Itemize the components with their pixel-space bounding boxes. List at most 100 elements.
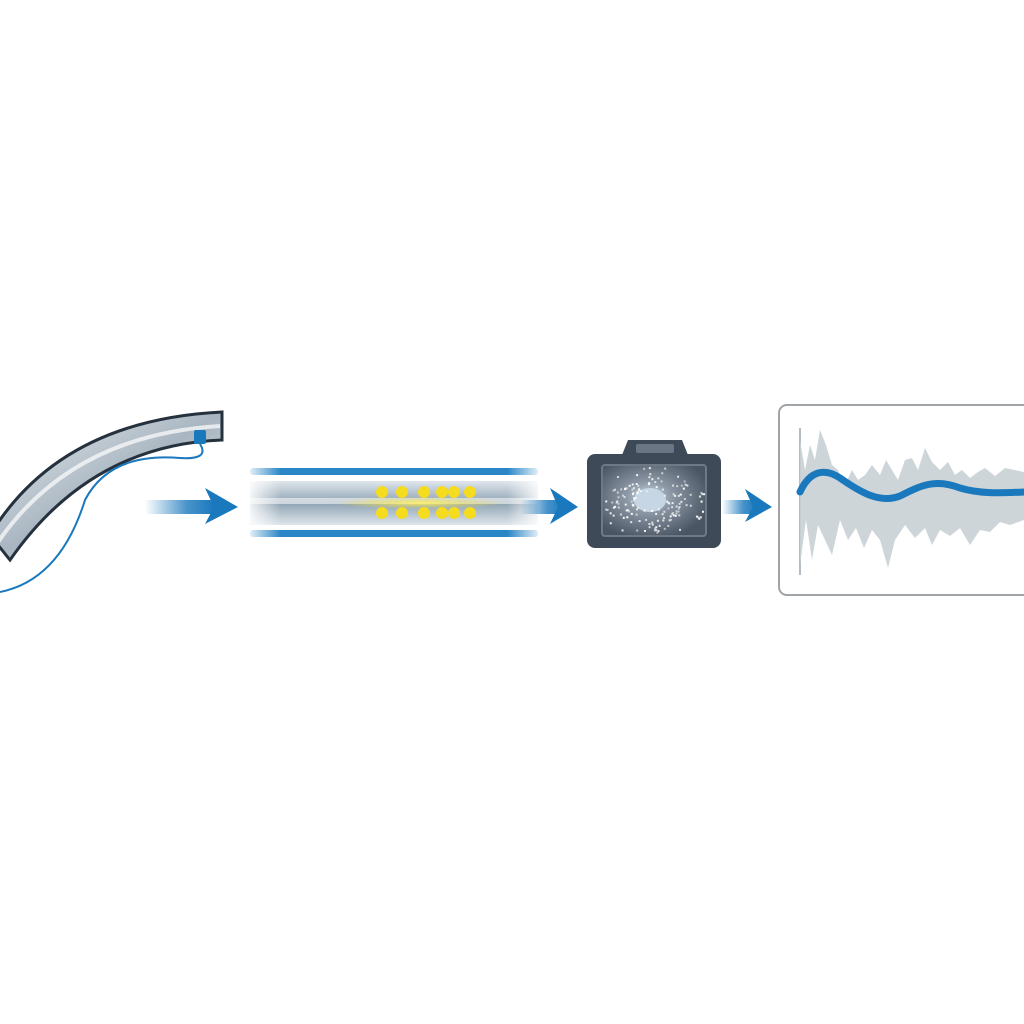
speckle — [683, 480, 686, 483]
speckle — [701, 510, 704, 513]
speckle — [643, 467, 646, 470]
speckle — [671, 506, 674, 509]
speckle — [677, 494, 680, 497]
speckle — [669, 515, 672, 518]
speckle — [661, 513, 664, 516]
speckle — [632, 487, 635, 490]
speckle — [689, 493, 692, 496]
speckle — [637, 484, 640, 487]
particle — [418, 486, 430, 498]
speckle — [686, 484, 689, 487]
arrow-right-icon — [520, 488, 578, 524]
speckle — [662, 519, 665, 522]
speckle — [684, 483, 687, 486]
signal-plot-icon — [778, 404, 1024, 596]
speckle — [648, 476, 651, 479]
speckle — [617, 502, 620, 505]
speckle — [667, 524, 670, 527]
speckle — [675, 505, 678, 508]
speckle — [648, 467, 651, 470]
speckle — [677, 475, 680, 478]
speckle — [672, 493, 675, 496]
speckle — [656, 531, 659, 534]
speckle — [645, 518, 648, 521]
speckle — [683, 498, 686, 501]
speckle — [609, 512, 612, 515]
speckle — [655, 529, 658, 532]
speckle — [617, 506, 620, 509]
speckle — [669, 518, 672, 521]
speckle — [636, 474, 639, 477]
speckle — [624, 488, 627, 491]
speckle — [662, 517, 665, 520]
speckle — [632, 497, 635, 500]
camera-icon — [587, 440, 721, 548]
speckle — [680, 500, 683, 503]
speckle — [606, 508, 609, 511]
speckle — [682, 487, 685, 490]
speckle — [654, 527, 657, 530]
speckle — [653, 529, 656, 532]
speckle — [612, 506, 615, 509]
speckle — [703, 493, 706, 496]
speckle — [616, 500, 619, 503]
speckle — [628, 484, 631, 487]
speckle — [638, 488, 641, 491]
speckle — [648, 482, 651, 485]
speckle — [612, 489, 615, 492]
particle — [448, 507, 460, 519]
speckle — [675, 510, 678, 513]
particle — [436, 486, 448, 498]
speckle — [700, 500, 703, 503]
speckle — [667, 507, 670, 510]
speckle — [651, 509, 654, 512]
speckle — [635, 482, 638, 485]
particle — [464, 507, 476, 519]
speckle — [645, 490, 648, 493]
arrow-right-icon — [722, 489, 772, 522]
speckle-pattern — [604, 467, 706, 534]
speckle — [625, 509, 628, 512]
speckle — [636, 529, 639, 532]
particle — [464, 486, 476, 498]
speckle — [700, 491, 703, 494]
speckle — [636, 491, 639, 494]
speckle — [677, 510, 680, 513]
speckle — [678, 502, 681, 505]
speckle — [637, 506, 640, 509]
speckle — [685, 504, 688, 507]
speckle — [674, 494, 677, 497]
speckle — [657, 530, 660, 533]
particle — [396, 507, 408, 519]
speckle — [666, 500, 669, 503]
speckle — [698, 517, 701, 520]
speckle — [643, 509, 646, 512]
speckle — [678, 514, 681, 517]
speckle — [663, 527, 666, 530]
speckle — [664, 467, 667, 470]
speckle — [631, 483, 634, 486]
speckle — [661, 488, 664, 491]
speckle — [620, 488, 623, 491]
speckle — [679, 493, 682, 496]
speckle — [620, 513, 623, 516]
speckle — [626, 509, 629, 512]
arrow-right-icon — [145, 488, 238, 524]
speckle — [660, 480, 663, 483]
speckle — [632, 504, 635, 507]
speckle — [672, 514, 675, 517]
speckle — [696, 515, 699, 518]
speckle — [657, 508, 660, 511]
speckle — [697, 516, 700, 519]
speckle — [701, 493, 704, 496]
speckle — [657, 477, 660, 480]
speckle — [651, 523, 654, 526]
flow-channel-with-particles-icon — [245, 465, 543, 540]
speckle — [648, 522, 651, 525]
particles-group — [376, 486, 476, 519]
speckle — [651, 478, 654, 481]
speckle — [616, 491, 619, 494]
speckle — [679, 528, 682, 531]
particle — [376, 486, 388, 498]
